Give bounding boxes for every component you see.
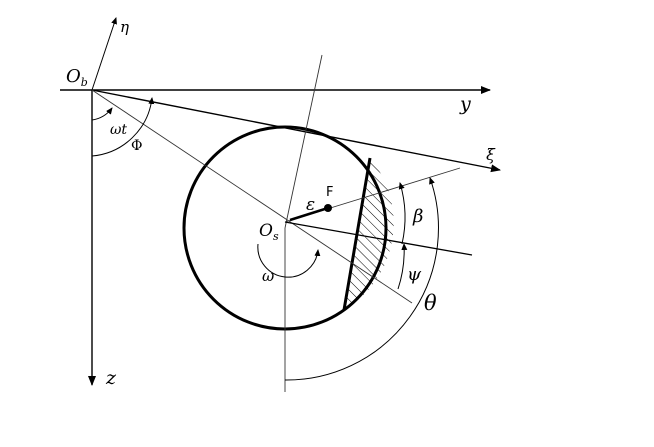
eta-axis [91, 17, 117, 91]
label-theta: θ [424, 291, 437, 315]
eccentricity-vector [289, 206, 329, 222]
label-xi: ξ [486, 145, 496, 164]
center-line [91, 89, 413, 304]
label-omega-t: ωt [110, 122, 127, 138]
phi-arc [91, 97, 155, 157]
point-f-dot [324, 204, 332, 212]
psi-arc [397, 243, 408, 290]
xi-axis [91, 89, 501, 173]
label-epsilon: ε [306, 195, 315, 215]
theta-arc [284, 177, 439, 381]
omega-t-arc [91, 107, 113, 121]
label-phi: Φ [131, 138, 142, 154]
label-psi: ψ [407, 264, 422, 285]
beta-arc [398, 182, 406, 245]
label-omega: ω [262, 267, 274, 285]
label-origin-shaft: Os [259, 221, 279, 243]
label-eta: η [120, 18, 129, 36]
label-z: z [105, 367, 117, 389]
label-origin-bearing: Ob [66, 66, 88, 89]
pressure-chord [342, 157, 372, 311]
load-direction-line [284, 221, 473, 256]
label-beta: β [412, 206, 423, 227]
label-y: y [459, 93, 471, 115]
omega-rotation-arc [257, 243, 321, 278]
label-f: F [326, 185, 333, 200]
shaft-axis-line [284, 54, 323, 229]
